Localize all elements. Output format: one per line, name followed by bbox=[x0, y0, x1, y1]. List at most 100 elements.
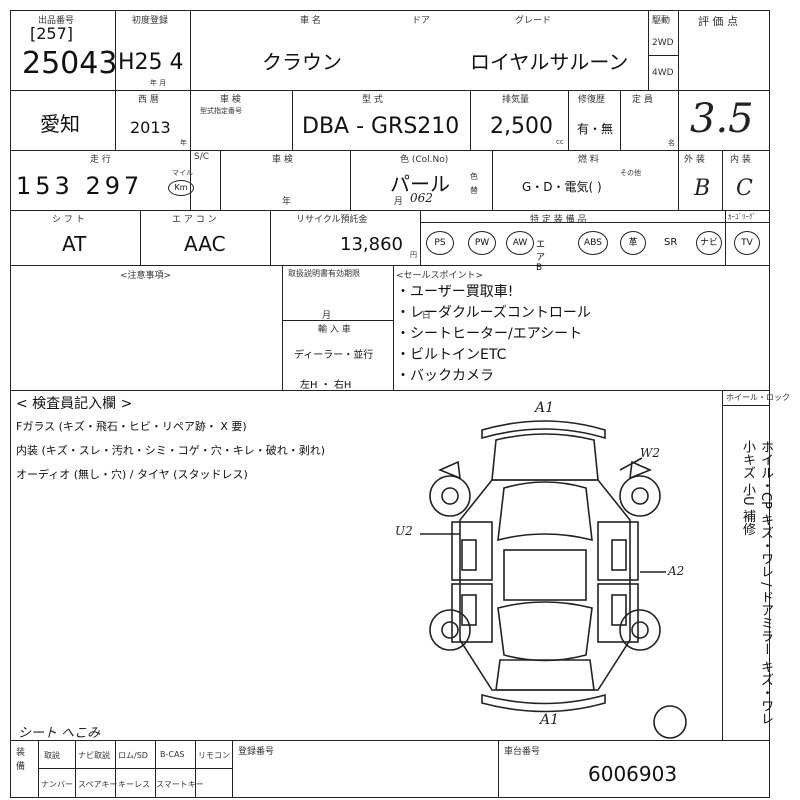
mileage-label: 走 行 bbox=[90, 155, 111, 165]
sc-label: S/C bbox=[194, 152, 210, 162]
inspection-line-2: 内装 (キズ・スレ・汚れ・シミ・コゲ・穴・キレ・破れ・剥れ) bbox=[16, 444, 326, 457]
wheel-hub bbox=[441, 621, 459, 639]
reg-month-unit: 年 月 bbox=[150, 79, 167, 87]
mark-rear: A1 bbox=[540, 712, 560, 728]
prefecture: 愛知 bbox=[40, 112, 80, 136]
divider bbox=[270, 210, 271, 265]
mark-a2: A2 bbox=[668, 564, 685, 578]
divider bbox=[722, 405, 770, 406]
divider bbox=[722, 150, 723, 210]
keyless-label: ｶｰｺﾞﾘｰｸﾞ bbox=[728, 213, 756, 221]
door-rl bbox=[451, 583, 493, 643]
divider bbox=[678, 150, 679, 210]
divider bbox=[470, 90, 471, 150]
divider bbox=[75, 740, 76, 798]
recycle-unit: 円 bbox=[410, 251, 417, 259]
divider bbox=[282, 320, 393, 321]
grade-value: ロイヤルサルーン bbox=[470, 50, 629, 74]
divider bbox=[648, 55, 678, 56]
divider bbox=[232, 740, 233, 798]
year-unit: 年 bbox=[180, 139, 187, 147]
sales-label: <セールスポイント> bbox=[396, 271, 484, 281]
color-code: 062 bbox=[410, 191, 433, 205]
footer-cell: スマートキー bbox=[156, 780, 204, 789]
inspection-handnote: シート へこみ bbox=[18, 726, 101, 741]
lot-label: 出品番号 bbox=[38, 16, 75, 26]
divider bbox=[10, 210, 770, 211]
fuel-other: その他 bbox=[620, 169, 641, 177]
footer-cell: B-CAS bbox=[160, 750, 185, 759]
capacity-unit: 名 bbox=[668, 139, 675, 147]
color-change: 色替 bbox=[470, 172, 478, 195]
wheel-hub bbox=[441, 487, 459, 505]
lot-number: 25043 bbox=[22, 46, 118, 81]
exterior-label: 外 装 bbox=[684, 155, 705, 165]
car-name-label: 車 名 bbox=[300, 16, 321, 26]
equip-ps: PS bbox=[426, 231, 454, 255]
equip-aw: AW bbox=[506, 231, 534, 255]
divider bbox=[420, 210, 421, 265]
door-fr bbox=[597, 521, 639, 581]
equip-airbag: エアB bbox=[536, 240, 546, 273]
front-bumper bbox=[481, 420, 606, 440]
divider bbox=[393, 265, 394, 390]
rear-glass bbox=[497, 601, 593, 662]
inspect-sub: 型式指定番号 bbox=[200, 107, 242, 115]
inspect-label: 車 検 bbox=[220, 95, 241, 105]
trunk bbox=[495, 659, 595, 691]
sales-point: ・ビルトインETC bbox=[396, 347, 507, 363]
footer-cell: キーレス bbox=[118, 780, 150, 789]
divider bbox=[140, 210, 141, 265]
drive-label: 駆動 bbox=[652, 16, 671, 26]
divider bbox=[10, 90, 770, 91]
footer-cell: ナンバー bbox=[41, 780, 73, 789]
shift-value: AT bbox=[62, 232, 87, 256]
wheel-fl bbox=[429, 475, 471, 517]
handle-value: 左H ・ 右H bbox=[300, 380, 352, 391]
record-label: 取扱説明書有効期限 bbox=[288, 269, 360, 278]
mirror-left bbox=[437, 460, 461, 480]
body-outline bbox=[459, 479, 631, 691]
wheel-rr bbox=[619, 609, 661, 651]
window bbox=[461, 594, 477, 626]
divider bbox=[190, 150, 191, 210]
mark-front: A1 bbox=[535, 400, 555, 416]
inspection-line-1: Fガラス (キズ・飛石・ヒビ・リペア跡・ X 要) bbox=[16, 420, 247, 433]
inspection-line-3: オーディオ (無し・穴) / タイヤ (スタッドレス) bbox=[16, 468, 248, 481]
divider bbox=[10, 740, 770, 741]
shaken-units: 年 月 bbox=[282, 197, 453, 207]
equip-footer-label: 装備 bbox=[16, 748, 26, 772]
equip-sunroof: SR bbox=[664, 237, 678, 248]
footer-cell: リモコン bbox=[198, 751, 230, 760]
reg-label: 初度登録 bbox=[132, 16, 169, 26]
wheel-hub bbox=[631, 621, 649, 639]
mirror-right bbox=[629, 460, 653, 480]
mileage-unit-km: Km bbox=[168, 180, 194, 196]
grade-label: グレード bbox=[515, 16, 552, 26]
wheel-hub bbox=[631, 487, 649, 505]
divider bbox=[38, 768, 232, 769]
color-label: 色 (Col.No) bbox=[400, 155, 449, 165]
divider bbox=[10, 265, 770, 266]
model-value: DBA - GRS210 bbox=[302, 114, 460, 139]
shift-label: シ フ ト bbox=[52, 215, 85, 225]
cc-unit: cc bbox=[556, 138, 564, 146]
divider bbox=[115, 740, 116, 798]
footer-cell: ナビ取説 bbox=[78, 751, 110, 760]
footer-cell: 取説 bbox=[44, 751, 60, 760]
drive-4wd: 4WD bbox=[652, 68, 674, 78]
repair-label: 修復歴 bbox=[578, 95, 606, 105]
sales-point: ・シートヒーター/エアシート bbox=[396, 326, 583, 342]
divider bbox=[195, 740, 196, 798]
roof bbox=[503, 549, 587, 601]
divider bbox=[220, 150, 221, 210]
divider bbox=[282, 265, 283, 390]
year-label: 西 暦 bbox=[138, 95, 159, 105]
equip-leather: 革 bbox=[620, 231, 646, 255]
divider bbox=[648, 10, 649, 90]
spare-tire bbox=[653, 705, 687, 739]
window bbox=[611, 539, 627, 571]
cc-value: 2,500 bbox=[490, 114, 553, 139]
interior-value: C bbox=[736, 176, 753, 201]
windshield bbox=[497, 481, 593, 542]
